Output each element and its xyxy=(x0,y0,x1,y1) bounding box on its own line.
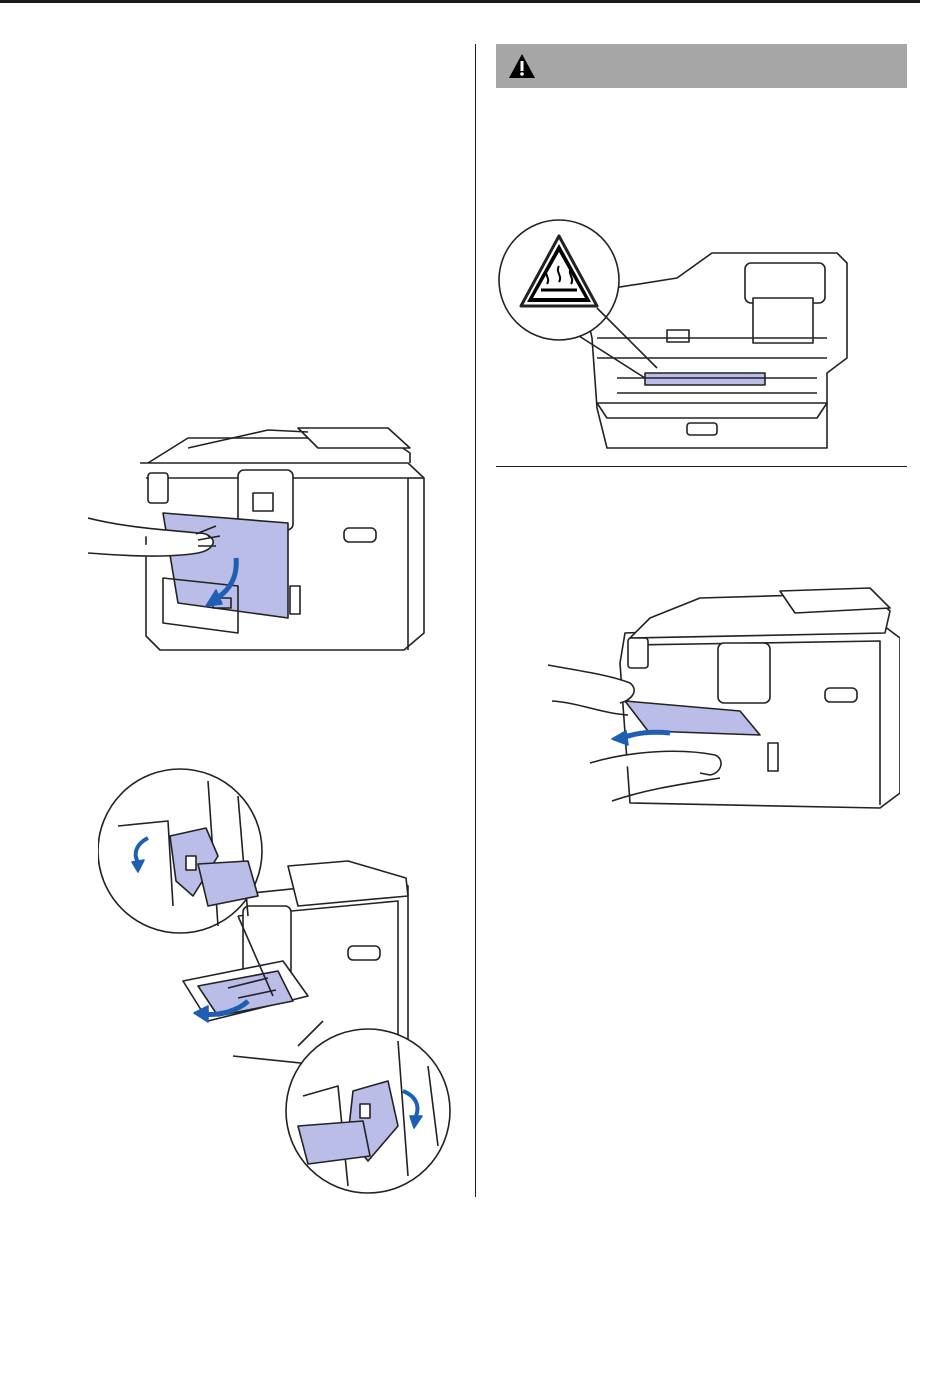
figure-pull-out-jammed-paper xyxy=(540,583,900,815)
printer-back-cover-icon xyxy=(88,418,433,653)
figure-open-back-cover xyxy=(88,418,433,653)
figure-pull-green-levers xyxy=(98,766,468,1194)
column-divider xyxy=(475,44,476,1197)
warning-header xyxy=(496,44,907,88)
top-rule xyxy=(0,0,920,3)
figure-hot-surface-warning xyxy=(497,218,857,458)
section-rule xyxy=(496,466,907,467)
hot-surface-icon xyxy=(497,218,857,458)
green-levers-icon xyxy=(98,766,468,1194)
paper-removal-icon xyxy=(540,583,900,815)
warning-triangle-icon xyxy=(508,53,536,79)
